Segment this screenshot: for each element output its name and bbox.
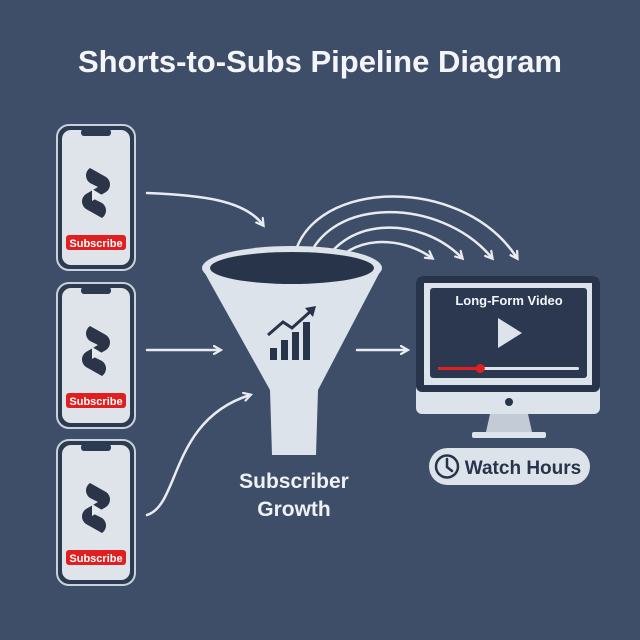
arrow-phone3-to-funnel [145, 395, 250, 517]
phone-1: Subscribe [56, 124, 136, 271]
clock-icon [434, 454, 460, 479]
progress-handle[interactable] [475, 364, 485, 373]
phone-2: Subscribe [56, 282, 136, 429]
arc-arrow-2 [303, 210, 492, 272]
phone-3: Subscribe [56, 439, 136, 586]
funnel-label-line2: Growth [257, 498, 331, 521]
subscribe-button[interactable]: Subscribe [69, 396, 122, 408]
page-title: Shorts-to-Subs Pipeline Diagram [77, 44, 562, 79]
arrow-phone1-to-funnel [145, 191, 263, 225]
arc-arrow-1 [291, 195, 517, 267]
monitor: Long-Form Video [416, 276, 600, 438]
subscribe-button[interactable]: Subscribe [69, 553, 122, 565]
play-icon[interactable] [498, 318, 522, 348]
funnel-label-line1: Subscriber [239, 470, 349, 493]
watch-hours-badge: Watch Hours [429, 448, 590, 485]
video-title: Long-Form Video [455, 293, 562, 308]
progress-fill [438, 367, 481, 370]
watch-hours-label: Watch Hours [465, 458, 581, 479]
growth-chart-icon [267, 306, 316, 360]
funnel: Subscriber Growth [202, 246, 382, 521]
subscribe-button[interactable]: Subscribe [69, 238, 122, 250]
